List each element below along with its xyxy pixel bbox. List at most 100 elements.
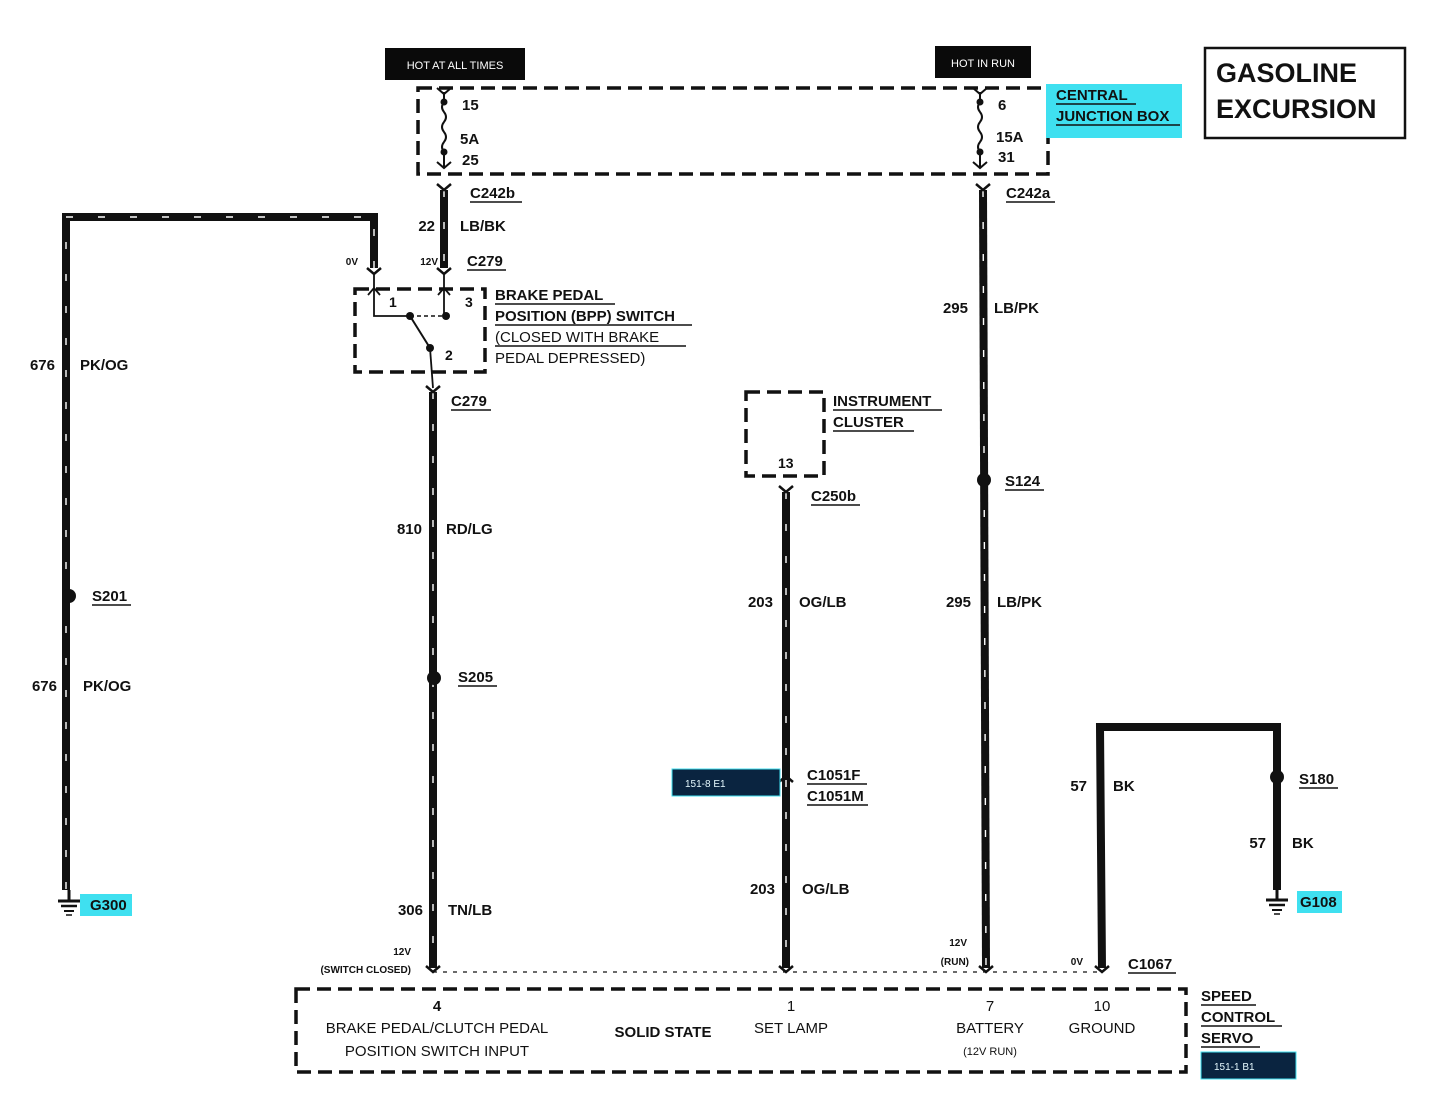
- s124-label: S124: [1005, 473, 1041, 490]
- svg-text:6: 6: [998, 97, 1006, 114]
- cluster-pin: 13: [778, 455, 794, 471]
- w203b-num: 203: [750, 881, 775, 898]
- v0-gnd: 0V: [1071, 957, 1084, 968]
- bpp-pin1: 1: [389, 294, 397, 310]
- servo-pin7: 7: [986, 998, 994, 1015]
- w203a-color: OG/LB: [799, 594, 847, 611]
- c1067-label: C1067: [1128, 956, 1172, 973]
- bpp-switch: 1 3 2 BRAKE PEDAL POSITION (BPP) SWITCH …: [353, 275, 692, 389]
- w676b-num: 676: [32, 678, 57, 695]
- bpp-pin3: 3: [465, 294, 473, 310]
- w676b-color: PK/OG: [83, 678, 131, 695]
- voltage-labels: 0V 12V 12V (SWITCH CLOSED) 12V (RUN) 0V: [320, 257, 1083, 976]
- w57a-color: BK: [1113, 778, 1135, 795]
- g108-label-box[interactable]: G108: [1297, 891, 1342, 913]
- s201-dot: [62, 589, 76, 603]
- c1051f-label: C1051F: [807, 767, 860, 784]
- c1067-connector-graphic: [425, 965, 1110, 974]
- splice-dots: [62, 473, 1284, 784]
- c279-top-label: C279: [467, 253, 503, 270]
- w810-num: 810: [397, 521, 422, 538]
- hot-in-run-label: HOT IN RUN: [935, 46, 1031, 78]
- wire-676: [62, 213, 378, 890]
- g300-label-box[interactable]: G300: [80, 894, 132, 916]
- c1051m-label: C1051M: [807, 788, 864, 805]
- servo-solid-state: SOLID STATE: [615, 1024, 712, 1041]
- svg-text:5A: 5A: [460, 131, 479, 148]
- ground-icon-g108: [1266, 890, 1288, 915]
- s180-label: S180: [1299, 771, 1334, 788]
- servo-pin10: 10: [1094, 998, 1111, 1015]
- connector-labels: C242b C242a C279 C279 C250b C1051F C1051…: [451, 185, 1176, 974]
- junction-box-label-line1: CENTRAL: [1056, 87, 1128, 104]
- w676a-num: 676: [30, 357, 55, 374]
- servo-label-line3: SERVO: [1201, 1030, 1254, 1047]
- title-line2: EXCURSION: [1216, 94, 1377, 124]
- servo-pin1-label: SET LAMP: [754, 1020, 828, 1037]
- bpp-label-line1: BRAKE PEDAL: [495, 287, 603, 304]
- hot-at-all-times-label: HOT AT ALL TIMES: [385, 48, 525, 80]
- s205-label: S205: [458, 669, 493, 686]
- bpp-label-line4: PEDAL DEPRESSED): [495, 350, 645, 367]
- svg-text:25: 25: [462, 152, 479, 169]
- w676a-color: PK/OG: [80, 357, 128, 374]
- w57a-num: 57: [1070, 778, 1087, 795]
- wire-57: [1095, 723, 1281, 969]
- c242b-label: C242b: [470, 185, 515, 202]
- c242b-connector-graphic: [436, 183, 452, 192]
- servo-pin4-label-line2: POSITION SWITCH INPUT: [345, 1043, 529, 1060]
- fuse-right: 6 15A 31: [972, 87, 1024, 170]
- c279-bottom-label: C279: [451, 393, 487, 410]
- bpp-label-line3: (CLOSED WITH BRAKE: [495, 329, 659, 346]
- c250b-label: C250b: [811, 488, 856, 505]
- w57b-num: 57: [1249, 835, 1266, 852]
- servo-label-line1: SPEED: [1201, 988, 1252, 1005]
- svg-text:151-8 E1: 151-8 E1: [685, 779, 726, 790]
- svg-text:HOT IN RUN: HOT IN RUN: [951, 58, 1015, 70]
- run-label: (RUN): [941, 957, 969, 968]
- v12-switch: 12V: [393, 947, 411, 958]
- svg-text:G108: G108: [1300, 894, 1337, 911]
- v12-batt: 12V: [949, 938, 967, 949]
- instrument-cluster: 13 INSTRUMENT CLUSTER: [744, 390, 942, 478]
- svg-text:151-1 B1: 151-1 B1: [1214, 1062, 1255, 1073]
- c279-top-connector-graphic: [366, 267, 452, 276]
- cluster-label-line1: INSTRUMENT: [833, 393, 931, 410]
- svg-text:15A: 15A: [996, 129, 1024, 146]
- c242a-connector-graphic: [975, 183, 991, 192]
- ground-icon-g300: [58, 890, 80, 916]
- w306-num: 306: [398, 902, 423, 919]
- junction-box-label-line2: JUNCTION BOX: [1056, 108, 1169, 125]
- servo-pin10-label: GROUND: [1069, 1020, 1136, 1037]
- cluster-label-line2: CLUSTER: [833, 414, 904, 431]
- w810-color: RD/LG: [446, 521, 493, 538]
- w295b-num: 295: [946, 594, 971, 611]
- page-ref-151-1-b1[interactable]: 151-1 B1: [1200, 1051, 1297, 1080]
- v12-top: 12V: [420, 257, 438, 268]
- fuse-left: 15 5A 25: [436, 87, 479, 170]
- servo-pin4: 4: [433, 998, 442, 1015]
- servo-pin7-label-line2: (12V RUN): [963, 1046, 1017, 1058]
- w295b-color: LB/PK: [997, 594, 1042, 611]
- w203a-num: 203: [748, 594, 773, 611]
- servo-pin4-label-line1: BRAKE PEDAL/CLUTCH PEDAL: [326, 1020, 549, 1037]
- svg-text:G300: G300: [90, 897, 127, 914]
- w295a-color: LB/PK: [994, 300, 1039, 317]
- page-ref-151-8-e1[interactable]: 151-8 E1: [671, 768, 781, 797]
- w22-num: 22: [418, 218, 435, 235]
- c1051-connector-graphic: [778, 774, 794, 783]
- s180-dot: [1270, 770, 1284, 784]
- central-junction-box: CENTRAL JUNCTION BOX 15 5A 25 6 15A 31: [416, 84, 1182, 176]
- servo-pin1: 1: [787, 998, 795, 1015]
- switch-closed: (SWITCH CLOSED): [320, 965, 411, 976]
- splice-labels: S201 S205 S124 S180: [92, 473, 1338, 789]
- v0-top: 0V: [346, 257, 359, 268]
- svg-text:15: 15: [462, 97, 479, 114]
- w306-color: TN/LB: [448, 902, 492, 919]
- s205-dot: [427, 671, 441, 685]
- title-box: GASOLINE EXCURSION: [1203, 46, 1407, 140]
- w57b-color: BK: [1292, 835, 1314, 852]
- w22-color: LB/BK: [460, 218, 506, 235]
- junction-box-highlight: [1046, 84, 1182, 138]
- s201-label: S201: [92, 588, 127, 605]
